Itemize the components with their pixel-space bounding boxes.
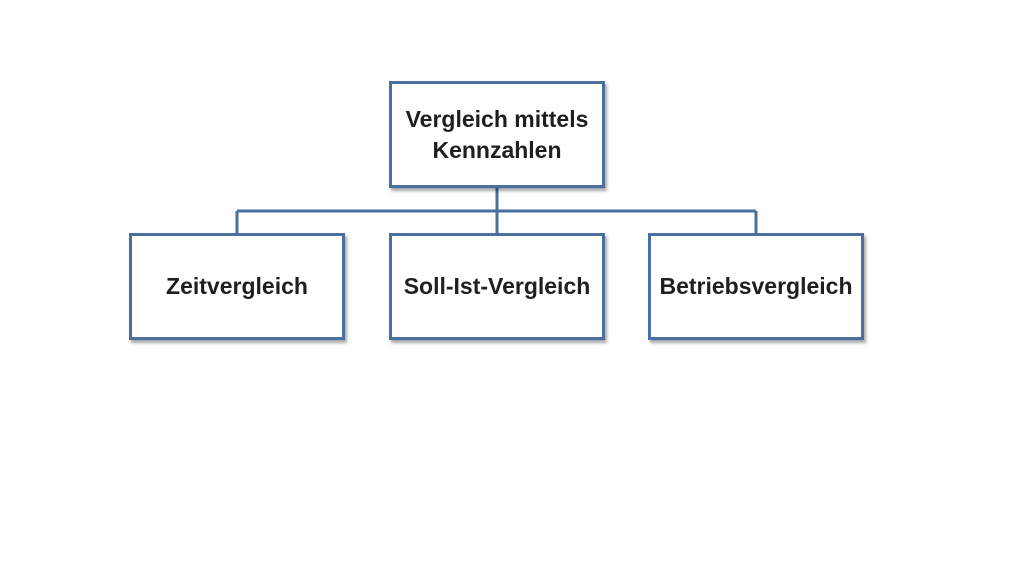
root-node: Vergleich mittels Kennzahlen [389,81,605,188]
child-node-soll-ist-vergleich: Soll-Ist-Vergleich [389,233,605,340]
child-node-label: Betriebsvergleich [659,273,853,299]
root-node-label: Vergleich mittels Kennzahlen [405,105,589,163]
child-node-label: Soll-Ist-Vergleich [403,273,591,299]
child-node-zeitvergleich: Zeitvergleich [129,233,345,340]
child-node-betriebsvergleich: Betriebsvergleich [648,233,864,340]
child-node-label: Zeitvergleich [166,273,308,299]
